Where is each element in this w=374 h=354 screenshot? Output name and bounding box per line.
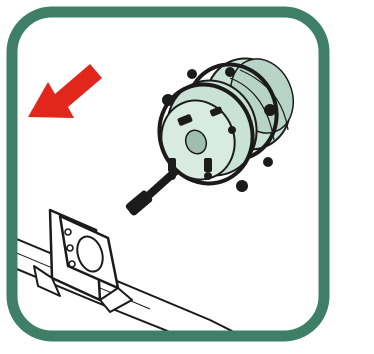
stud bbox=[204, 158, 212, 172]
clamp-bolt bbox=[187, 69, 197, 79]
clamp-bolt bbox=[162, 94, 174, 106]
stud-nut bbox=[204, 172, 212, 180]
clevis-pin bbox=[129, 205, 139, 215]
clamp-bolt bbox=[225, 67, 235, 77]
clamp-bolt bbox=[264, 104, 276, 116]
stud bbox=[168, 158, 176, 172]
clamp-bolt bbox=[228, 126, 236, 134]
clamp-bolt bbox=[236, 180, 248, 192]
clamp-bolt bbox=[263, 157, 273, 167]
stud-nut bbox=[168, 172, 176, 180]
